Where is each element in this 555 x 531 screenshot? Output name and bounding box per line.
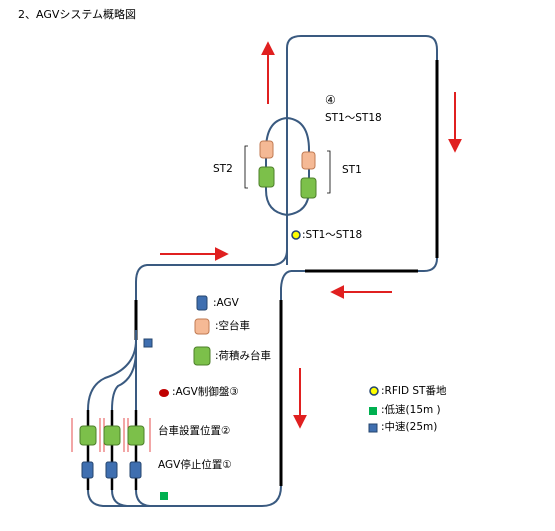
st2-label: ST2	[213, 163, 233, 175]
st1-bracket	[327, 150, 331, 194]
legend-mid-speed-icon	[368, 423, 378, 433]
cart-position-label: 台車設置位置②	[158, 425, 231, 437]
low-speed-marker-track	[160, 492, 168, 500]
st1-label: ST1	[342, 164, 362, 176]
stations-range-label: ST1～ST18	[325, 112, 382, 124]
legend-mid-speed-label: :中速(25m)	[381, 421, 438, 433]
legend-control-panel-icon	[159, 389, 169, 397]
legend-rfid-label: :RFID ST番地	[381, 385, 447, 397]
st2-loaded-cart	[258, 166, 275, 188]
legend-loaded-cart-icon	[193, 346, 211, 366]
legend-low-speed-icon	[369, 407, 377, 415]
legend-empty-cart-icon	[194, 318, 210, 335]
legend-agv-label: :AGV	[213, 297, 239, 309]
diagram-title: 2、AGVシステム概略図	[18, 8, 137, 21]
agv-stop-position-label: AGV停止位置①	[158, 459, 232, 471]
area-number-label: ④	[325, 93, 336, 107]
lane-middle	[111, 349, 137, 507]
cart-lane-left	[71, 418, 105, 479]
cart-lane-middle	[99, 418, 129, 479]
connector-track	[135, 249, 288, 315]
st2-bracket	[244, 145, 248, 189]
st1-branch	[286, 117, 310, 216]
rfid-marker	[291, 230, 301, 240]
mid-speed-marker-track	[143, 338, 153, 348]
lane-right	[135, 330, 151, 507]
rfid-range-label: :ST1～ST18	[302, 229, 363, 241]
legend-rfid-icon	[369, 386, 379, 396]
lane-left	[87, 339, 148, 507]
st1-empty-cart	[301, 151, 316, 170]
connector-track-right	[280, 270, 292, 300]
legend-loaded-cart-label: :荷積み台車	[215, 350, 272, 362]
legend-agv-icon	[196, 295, 208, 311]
legend-control-panel-label: :AGV制御盤③	[172, 386, 239, 398]
cart-lane-right	[123, 418, 151, 479]
legend-empty-cart-label: :空台車	[215, 320, 251, 332]
st2-empty-cart	[259, 140, 274, 159]
legend-low-speed-label: :低速(15m )	[381, 404, 441, 416]
st1-loaded-cart	[300, 177, 317, 199]
upper-loop-track	[286, 35, 438, 272]
